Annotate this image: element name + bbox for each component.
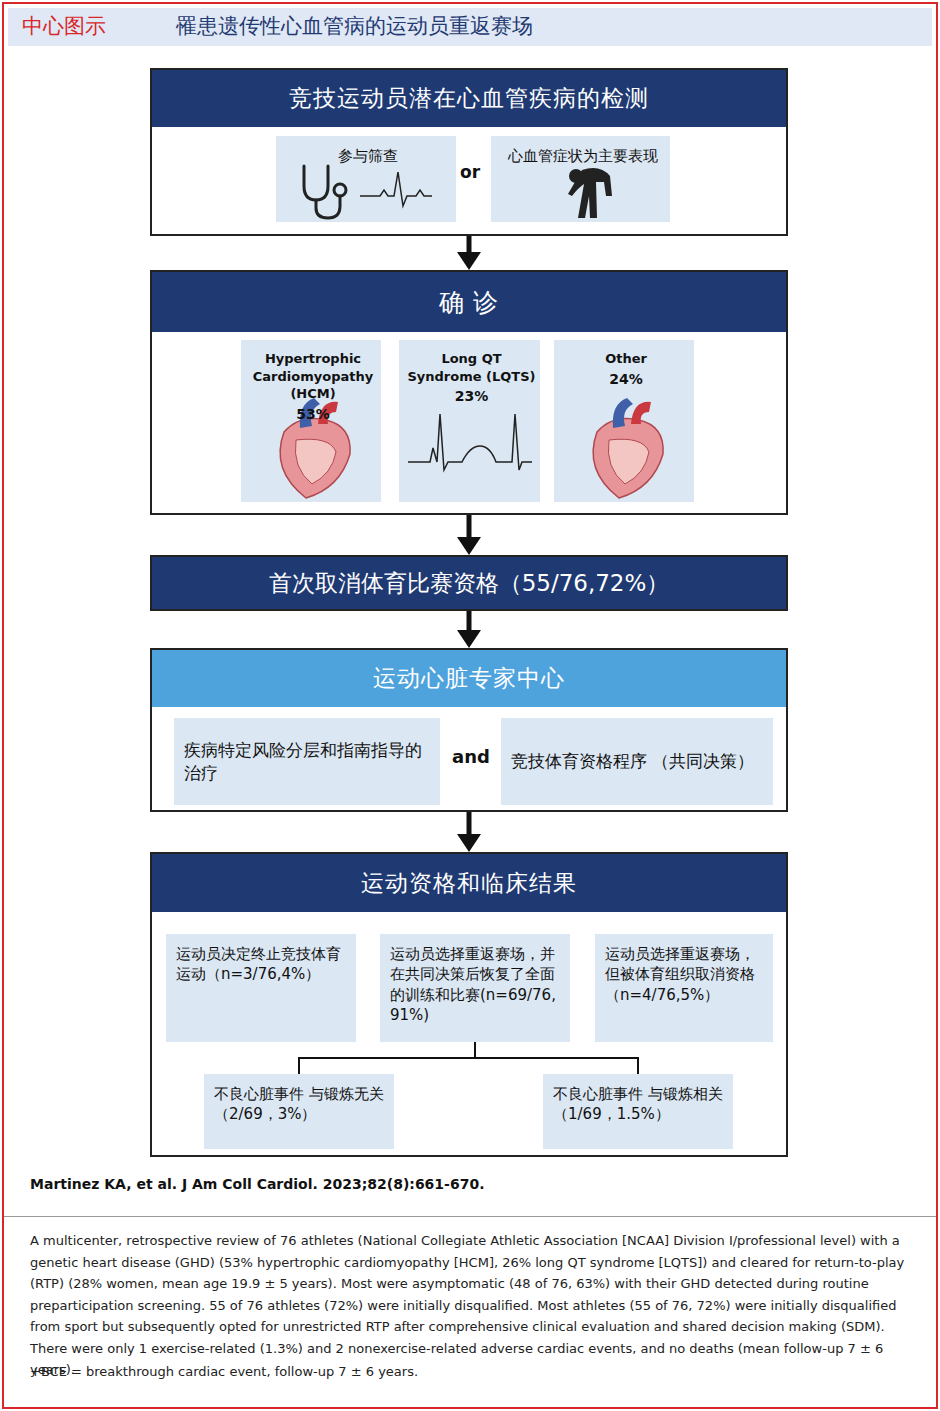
flow-arrow [457,611,481,648]
stethoscope-icon [304,166,346,218]
heart-illustration-other [593,398,663,498]
section-box: 确 诊 Hypertrophic Cardiomyopathy (HCM) 53% L… [150,270,788,515]
status-text: 首次取消体育比赛资格（55/76,72%） [269,568,670,599]
content-box: 运动员选择重返赛场，但被体育组织取消资格（n=4/76,5%） [595,934,773,1042]
box-text: 竞技体育资格程序 （共同决策） [511,750,763,773]
content-box: 心血管症状为主要表现 [493,138,672,224]
citation: Martinez KA, et al. J Am Coll Cardiol. 2… [30,1176,484,1192]
flow-arrow [457,812,481,852]
figure-caption: A multicenter, retrospective review of 7… [30,1230,910,1381]
box-text: Hypertrophic Cardiomyopathy (HCM) [249,350,377,403]
figure-tag: 中心图示 [22,12,106,40]
flow-arrow [457,236,481,270]
content-box: Other 24% [556,342,696,504]
ecg-trace [360,172,432,206]
footnote: +BCE = breakthrough cardiac event, follo… [30,1364,910,1379]
box-text: 不良心脏事件 与锻炼相关 （1/69，1.5%） [553,1084,723,1125]
content-box: Long QT Syndrome (LQTS) 23% [401,342,542,504]
content-box: Hypertrophic Cardiomyopathy (HCM) 53% [243,342,383,504]
bent-person-icon [568,168,612,218]
divider-line [4,1216,936,1217]
box-text: 不良心脏事件 与锻炼无关 （2/69，3%） [214,1084,384,1125]
branch-line [299,1042,475,1074]
section-box: 竞技运动员潜在心血管疾病的检测参与筛查 心血管症状为主要表现 [150,68,788,236]
percent-text: 23% [407,387,536,406]
branch-line [475,1042,638,1074]
box-text: Long QT Syndrome (LQTS) [407,350,536,385]
box-text: 参与筛查 [284,146,452,166]
section-box: 运动资格和临床结果运动员决定终止竞技体育运动（n=3/76,4%） 运动员选择重返… [150,852,788,1157]
box-text: 疾病特定风险分层和指南指导的治疗 [184,739,430,785]
ecg-trace-lqts [408,414,532,470]
box-text: Other [562,350,690,368]
figure-title: 罹患遗传性心血管病的运动员重返赛场 [176,12,533,40]
box-text: 心血管症状为主要表现 [499,146,666,166]
content-box: 竞技体育资格程序 （共同决策） [501,718,773,805]
content-box: 参与筛查 [278,138,458,224]
status-band: 首次取消体育比赛资格（55/76,72%） [150,555,788,611]
box-text: 运动员选择重返赛场，但被体育组织取消资格（n=4/76,5%） [605,944,763,1005]
percent-text: 24% [562,370,690,389]
section-heading: 确 诊 [152,272,786,332]
section-heading: 运动资格和临床结果 [152,854,786,912]
percent-text: 53% [249,405,377,424]
section-heading: 运动心脏专家中心 [152,650,786,707]
content-box: 不良心脏事件 与锻炼无关 （2/69，3%） [204,1074,394,1149]
section-box: 运动心脏专家中心疾病特定风险分层和指南指导的治疗 竞技体育资格程序 （共同决策） [150,648,788,812]
flow-arrow [457,515,481,555]
box-text: 运动员选择重返赛场，并在共同决策后恢复了全面的训练和比赛(n=69/76, 91… [390,944,560,1025]
content-box: 运动员决定终止竞技体育运动（n=3/76,4%） [166,934,356,1042]
content-box: 不良心脏事件 与锻炼相关 （1/69，1.5%） [543,1074,733,1149]
section-heading: 竞技运动员潜在心血管疾病的检测 [152,70,786,127]
content-box: 疾病特定风险分层和指南指导的治疗 [174,718,440,805]
connector-word: or [460,162,480,182]
content-box: 运动员选择重返赛场，并在共同决策后恢复了全面的训练和比赛(n=69/76, 91… [380,934,570,1042]
connector-word: and [452,746,490,767]
box-text: 运动员决定终止竞技体育运动（n=3/76,4%） [176,944,346,985]
